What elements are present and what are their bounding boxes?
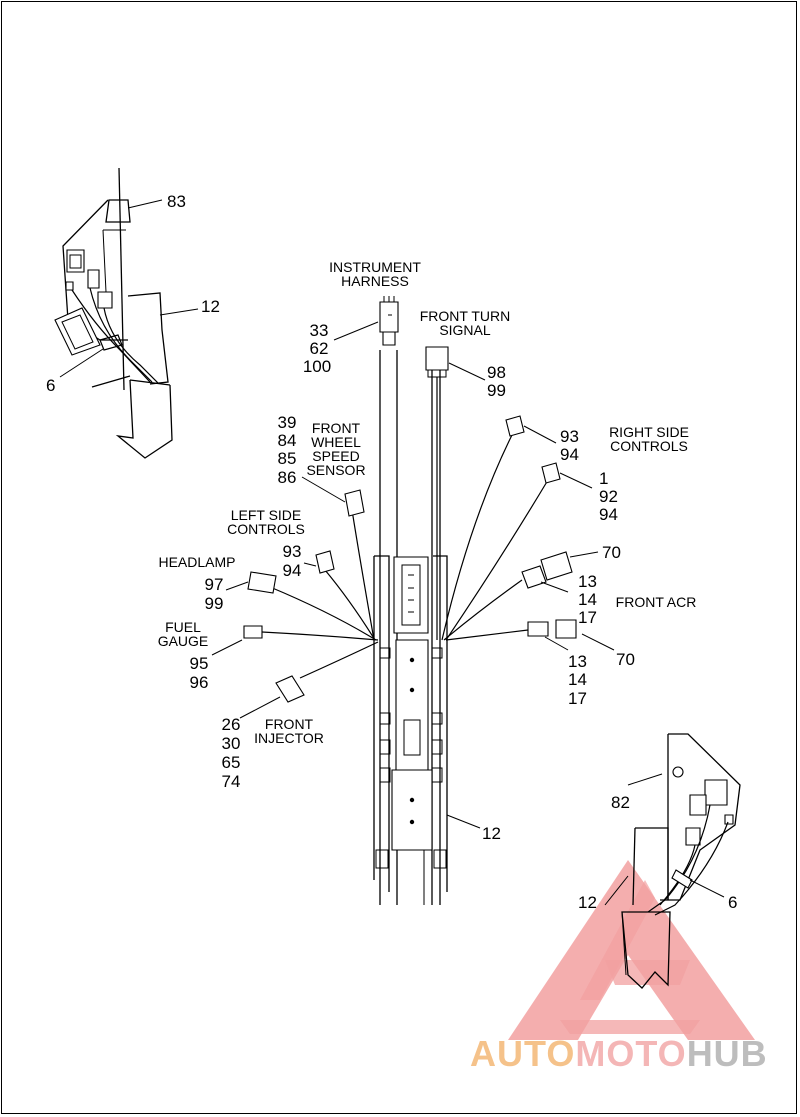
label-headlamp: HEADLAMP <box>158 554 235 570</box>
callout-83: 83 <box>167 192 186 211</box>
watermark-logo: AUTOMOTOHUB <box>470 860 768 1074</box>
callout-wheel-sensor-1: 39 <box>278 413 297 432</box>
label-right-side-controls-1: RIGHT SIDE <box>609 424 689 440</box>
callout-right-b-3: 94 <box>599 505 618 524</box>
callout-acr-bottom-2: 14 <box>568 670 587 689</box>
callout-instrument-2: 62 <box>310 339 329 358</box>
main-harness-trunk <box>373 350 481 905</box>
callout-turn-signal-1: 98 <box>487 363 506 382</box>
watermark-hub: HUB <box>687 1033 768 1074</box>
watermark-moto: MOTO <box>575 1033 686 1074</box>
label-front-acr: FRONT ACR <box>616 594 697 610</box>
callout-fuel-1: 95 <box>190 654 209 673</box>
callout-instrument-3: 100 <box>303 357 331 376</box>
callout-acr-top-1: 13 <box>578 572 597 591</box>
watermark-auto: AUTO <box>470 1033 575 1074</box>
label-front-injector-1: FRONT <box>265 716 314 732</box>
label-fuel-gauge-2: GAUGE <box>158 633 209 649</box>
callout-headlamp-1: 97 <box>205 575 224 594</box>
callout-fuel-2: 96 <box>190 673 209 692</box>
callout-right-b-2: 92 <box>599 487 618 506</box>
callout-12-main: 12 <box>482 824 501 843</box>
callout-70-bottom: 70 <box>616 650 635 669</box>
callout-right-b-1: 1 <box>599 469 608 488</box>
callout-left-side-1: 93 <box>283 542 302 561</box>
callout-wheel-sensor-2: 84 <box>278 431 297 450</box>
label-instrument-harness-1: INSTRUMENT <box>329 259 421 275</box>
label-front-turn-signal-2: SIGNAL <box>439 322 491 338</box>
label-front-injector-2: INJECTOR <box>254 730 324 746</box>
callout-right-a-2: 94 <box>560 445 579 464</box>
callout-numbers: 83 12 6 33 62 100 98 99 39 84 85 86 93 9… <box>46 192 737 912</box>
detail-right-side <box>604 733 741 989</box>
callout-6-bottom: 6 <box>728 893 737 912</box>
detail-left-side <box>54 167 199 459</box>
callout-acr-top-2: 14 <box>578 590 597 609</box>
callout-injector-3: 65 <box>222 753 241 772</box>
callout-acr-top-3: 17 <box>578 608 597 627</box>
left-side-wires <box>211 476 379 719</box>
label-left-side-controls-2: CONTROLS <box>227 521 305 537</box>
callout-wheel-sensor-3: 85 <box>278 449 297 468</box>
label-wheel-sensor-4: SENSOR <box>306 462 365 478</box>
callout-injector-2: 30 <box>222 734 241 753</box>
front-turn-signal-connector <box>425 346 486 640</box>
callout-12-top: 12 <box>201 297 220 316</box>
callout-left-side-2: 94 <box>283 561 302 580</box>
label-wheel-sensor-3: SPEED <box>312 448 359 464</box>
svg-text:AUTOMOTOHUB: AUTOMOTOHUB <box>470 1033 768 1074</box>
label-right-side-controls-2: CONTROLS <box>610 438 688 454</box>
callout-wheel-sensor-4: 86 <box>278 468 297 487</box>
callout-acr-bottom-1: 13 <box>568 652 587 671</box>
label-wheel-sensor-2: WHEEL <box>311 434 361 450</box>
label-instrument-harness-2: HARNESS <box>341 273 409 289</box>
callout-turn-signal-2: 99 <box>487 381 506 400</box>
text-labels: INSTRUMENT HARNESS FRONT TURN SIGNAL RIG… <box>158 259 697 746</box>
callout-acr-bottom-3: 17 <box>568 689 587 708</box>
instrument-harness-connector <box>333 296 399 346</box>
label-left-side-controls-1: LEFT SIDE <box>231 507 302 523</box>
callout-70-top: 70 <box>602 543 621 562</box>
callout-headlamp-2: 99 <box>205 594 224 613</box>
callout-instrument-1: 33 <box>310 321 329 340</box>
right-side-wires <box>441 415 615 651</box>
label-fuel-gauge-1: FUEL <box>165 619 201 635</box>
callout-6-top: 6 <box>46 376 55 395</box>
label-front-turn-signal-1: FRONT TURN <box>420 308 510 324</box>
callout-12-bottom: 12 <box>578 893 597 912</box>
callout-82: 82 <box>611 793 630 812</box>
callout-right-a-1: 93 <box>560 427 579 446</box>
callout-injector-4: 74 <box>222 772 241 791</box>
label-wheel-sensor-1: FRONT <box>312 420 361 436</box>
callout-injector-1: 26 <box>222 715 241 734</box>
